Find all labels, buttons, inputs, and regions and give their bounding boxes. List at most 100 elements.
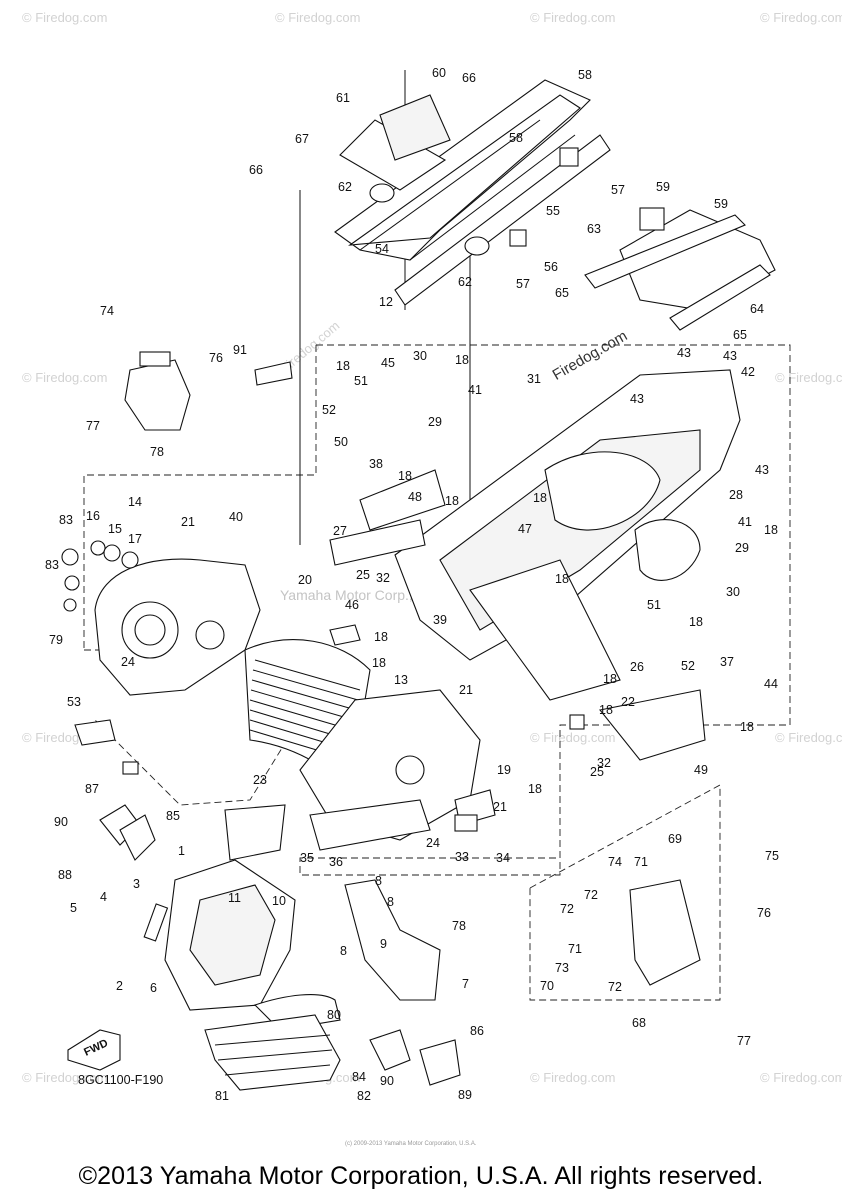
callout-label: 51: [354, 374, 368, 388]
callout-label: 18: [528, 782, 542, 796]
callout-label: 62: [458, 275, 472, 289]
callout-label: 85: [166, 809, 180, 823]
callout-label: 30: [726, 585, 740, 599]
battery-box: [124, 351, 191, 431]
callout-label: 71: [568, 942, 582, 956]
callout-label: 19: [497, 763, 511, 777]
watermark-text: © Firedog.com: [22, 1070, 107, 1085]
diagram-code: 8GC1100-F190: [78, 1073, 163, 1087]
callout-label: 34: [496, 851, 510, 865]
callout-label: 74: [100, 304, 114, 318]
callout-label: 76: [757, 906, 771, 920]
callout-label: 18: [445, 494, 459, 508]
callout-label: 28: [729, 488, 743, 502]
callout-label: 70: [540, 979, 554, 993]
callout-label: 55: [546, 204, 560, 218]
callout-label: 13: [394, 673, 408, 687]
callout-label: 18: [764, 523, 778, 537]
callout-label: 67: [295, 132, 309, 146]
callout-label: 53: [67, 695, 81, 709]
watermark-text: © Firedog.com: [530, 1070, 615, 1085]
callout-label: 32: [376, 571, 390, 585]
callout-label: 76: [209, 351, 223, 365]
watermark-text: © Firedog.com: [775, 730, 842, 745]
callout-label: 21: [459, 683, 473, 697]
callout-label: 18: [599, 703, 613, 717]
callout-label: 62: [338, 180, 352, 194]
callout-label: 46: [345, 598, 359, 612]
callout-label: 18: [372, 656, 386, 670]
callout-label: 72: [608, 980, 622, 994]
callout-label: 18: [689, 615, 703, 629]
callout-label: 59: [656, 180, 670, 194]
watermark-text: © Firedog.com: [760, 10, 842, 25]
callout-label: 57: [516, 277, 530, 291]
callout-label: 54: [375, 242, 389, 256]
callout-label: 18: [336, 359, 350, 373]
watermark-text: © Firedog.com: [775, 370, 842, 385]
watermark-text: © Firedog.com: [22, 10, 107, 25]
callout-label: 20: [298, 573, 312, 587]
callout-label: 23: [253, 773, 267, 787]
callout-label: 4: [100, 890, 107, 904]
callout-label: 42: [741, 365, 755, 379]
callout-label: 43: [630, 392, 644, 406]
callout-label: 59: [714, 197, 728, 211]
callout-label: 41: [468, 383, 482, 397]
callout-label: 24: [426, 836, 440, 850]
callout-label: 51: [647, 598, 661, 612]
callout-label: 71: [634, 855, 648, 869]
watermark-text: © Firedog.com: [760, 1070, 842, 1085]
callout-label: 65: [555, 286, 569, 300]
callout-label: 88: [58, 868, 72, 882]
callout-label: 25: [356, 568, 370, 582]
watermark-text: © Firedog.com: [22, 370, 107, 385]
rear-frame-assembly: [334, 79, 611, 306]
callout-label: 8: [340, 944, 347, 958]
callout-label: 3: [133, 877, 140, 891]
callout-label: 8: [387, 895, 394, 909]
small-parts: [74, 361, 701, 1086]
callout-label: 2: [116, 979, 123, 993]
callout-label: 84: [352, 1070, 366, 1084]
callout-label: 80: [327, 1008, 341, 1022]
callout-label: 18: [740, 720, 754, 734]
callout-label: 17: [128, 532, 142, 546]
callout-label: 35: [300, 851, 314, 865]
callout-label: 64: [750, 302, 764, 316]
callout-label: 33: [455, 850, 469, 864]
callout-label: 86: [470, 1024, 484, 1038]
callout-label: 7: [462, 977, 469, 991]
callout-label: 40: [229, 510, 243, 524]
callout-label: 43: [723, 349, 737, 363]
rear-cover-panel: [584, 207, 776, 331]
copyright-notice: ©2013 Yamaha Motor Corporation, U.S.A. A…: [78, 1162, 764, 1190]
callout-label: 22: [621, 695, 635, 709]
callout-label: 82: [357, 1089, 371, 1103]
tunnel-assembly: [394, 369, 741, 761]
callout-label: 21: [181, 515, 195, 529]
steering-bracket: [344, 879, 441, 1001]
callout-label: 87: [85, 782, 99, 796]
callout-label: 18: [455, 353, 469, 367]
callout-label: 52: [681, 659, 695, 673]
callout-label: 39: [433, 613, 447, 627]
callout-label: 32: [597, 756, 611, 770]
callout-label: 16: [86, 509, 100, 523]
callout-label: 29: [735, 541, 749, 555]
callout-label: 83: [45, 558, 59, 572]
callout-label: 29: [428, 415, 442, 429]
callout-label: 21: [493, 800, 507, 814]
callout-label: 66: [249, 163, 263, 177]
front-bulkhead: [299, 689, 496, 851]
callout-label: 58: [578, 68, 592, 82]
callout-label: 66: [462, 71, 476, 85]
skid-plate: [204, 1014, 341, 1091]
callout-label: 61: [336, 91, 350, 105]
callout-label: 78: [452, 919, 466, 933]
callout-label: 15: [108, 522, 122, 536]
callout-label: 41: [738, 515, 752, 529]
callout-label: 36: [329, 855, 343, 869]
callout-label: 81: [215, 1089, 229, 1103]
callout-label: 43: [755, 463, 769, 477]
